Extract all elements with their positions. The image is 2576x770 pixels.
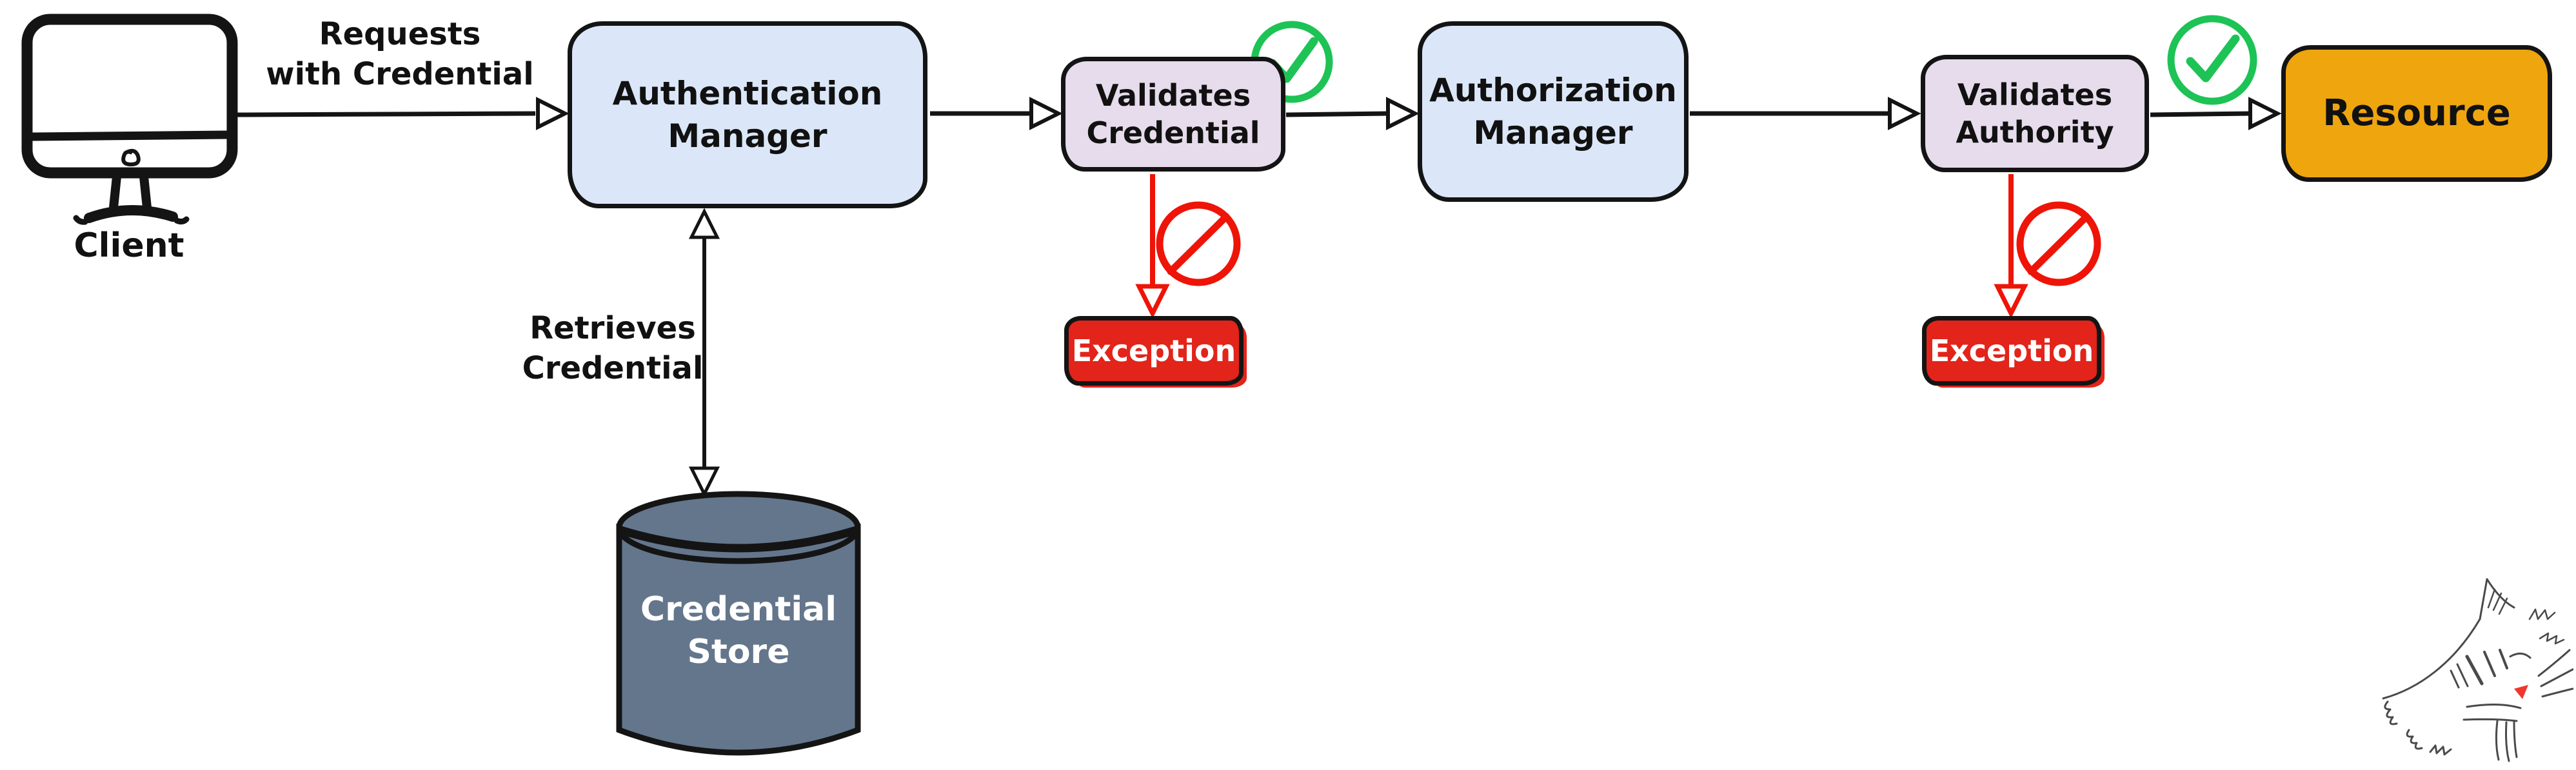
arrow-validates-authority-to-exception xyxy=(1994,174,2028,319)
client-label: Client xyxy=(74,226,184,265)
arrow-validates-credential-to-exception xyxy=(1135,174,1170,319)
authentication-manager-label-line1: Authentication xyxy=(612,75,883,112)
arrow-validates-credential-to-authorization xyxy=(1285,97,1420,130)
requests-edge-label-line1: Requests xyxy=(319,16,481,52)
arrow-authentication-to-validates-credential xyxy=(930,97,1063,130)
red-prohibition-icon xyxy=(1156,201,1241,286)
arrow-authentication-to-credential-store xyxy=(688,208,720,498)
arrow-validates-authority-to-resource xyxy=(2150,97,2282,130)
node-validates-authority: Validates Authority xyxy=(1921,55,2149,172)
cat-nose xyxy=(2514,685,2528,699)
node-exception-authority: Exception xyxy=(1922,316,2101,386)
requests-edge-label-line2: with Credential xyxy=(266,56,534,92)
credential-store-label-line1: Credential xyxy=(640,590,837,629)
retrieves-edge-label: Retrieves Credential xyxy=(477,308,748,388)
retrieves-edge-label-line2: Credential xyxy=(522,350,704,386)
exception-credential-label: Exception xyxy=(1071,333,1236,368)
validates-authority-label-line1: Validates xyxy=(1957,77,2113,112)
authorization-manager-label-line2: Manager xyxy=(1473,114,1633,152)
desktop-monitor-icon xyxy=(21,14,238,225)
validates-credential-label-line2: Credential xyxy=(1086,115,1260,150)
authorization-manager-label-line1: Authorization xyxy=(1429,72,1677,109)
exception-authority-label: Exception xyxy=(1929,333,2094,368)
node-resource: Resource xyxy=(2281,45,2552,182)
red-prohibition-icon xyxy=(2016,201,2101,286)
node-authentication-manager: Authentication Manager xyxy=(568,21,927,208)
credential-store-label: Credential Store xyxy=(609,588,867,673)
arrow-client-to-authentication xyxy=(237,97,570,130)
requests-edge-label: Requests with Credential xyxy=(239,14,561,94)
green-check-circle-icon xyxy=(2167,15,2257,105)
cat-sketch xyxy=(2382,578,2573,762)
resource-label: Resource xyxy=(2323,92,2511,134)
authentication-manager-label-line2: Manager xyxy=(668,117,827,155)
database-cylinder-icon xyxy=(616,491,861,756)
node-validates-credential: Validates Credential xyxy=(1061,57,1285,172)
validates-authority-label-line2: Authority xyxy=(1956,115,2114,150)
node-exception-credential: Exception xyxy=(1064,316,1243,386)
retrieves-edge-label-line1: Retrieves xyxy=(530,310,696,346)
credential-store-label-line2: Store xyxy=(687,633,790,671)
arrow-authorization-to-validates-authority xyxy=(1690,97,1921,130)
validates-credential-label-line1: Validates xyxy=(1095,78,1251,113)
node-authorization-manager: Authorization Manager xyxy=(1418,21,1689,202)
